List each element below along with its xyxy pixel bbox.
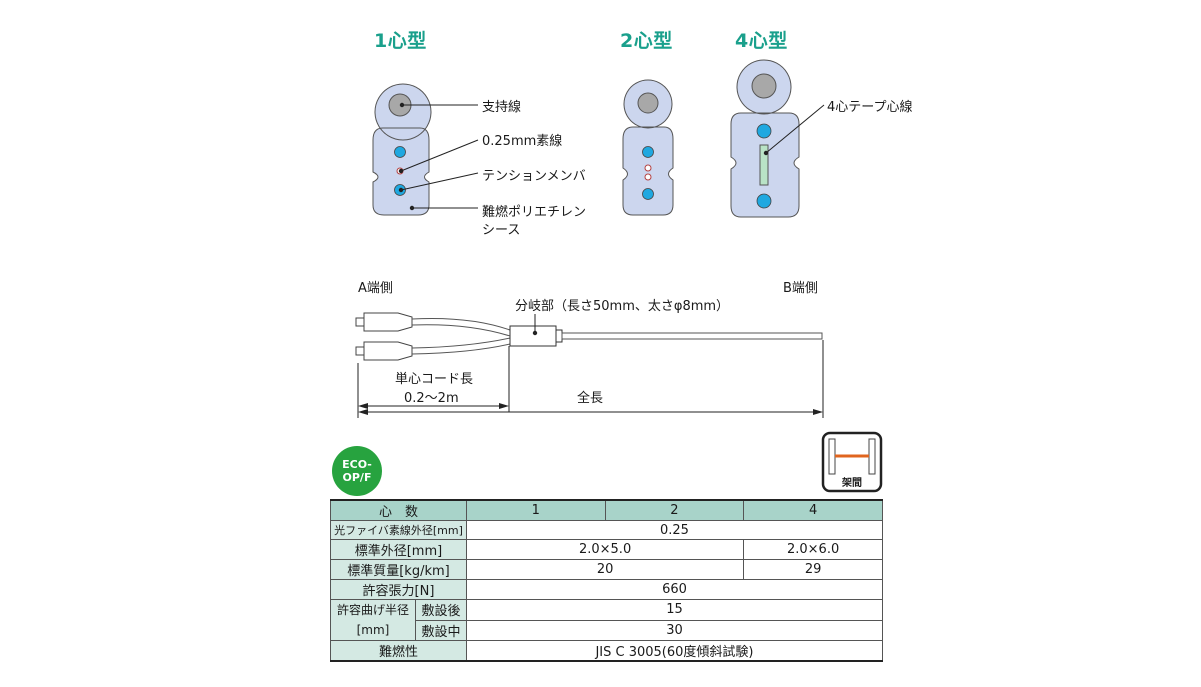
label-tape-fiber: 4心テープ心線 <box>827 100 913 115</box>
branch-part <box>509 325 557 347</box>
label-sheath-line1: 難燃ポリエチレン <box>482 205 587 220</box>
header-4: 4 <box>743 499 883 521</box>
aerial-badge <box>821 431 883 493</box>
value-tension: 660 <box>465 579 884 600</box>
type-4-cross-section <box>730 59 800 218</box>
label-sheath-line2: シース <box>482 223 521 238</box>
value-fiber-diameter: 0.25 <box>465 520 884 540</box>
label-a-end: A端側 <box>358 281 393 296</box>
type-2-cross-section <box>622 79 674 216</box>
callout-leaders <box>400 104 825 209</box>
main-cable <box>561 332 823 340</box>
connector-a1 <box>363 312 413 332</box>
type-4-sheath <box>730 59 800 218</box>
value-bend-during: 30 <box>465 619 884 641</box>
table-row: 標準外径[mm] 2.0×5.0 2.0×6.0 <box>330 539 883 560</box>
row-label-tension: 許容張力[N] <box>330 579 467 600</box>
value-mass-4: 29 <box>743 559 883 580</box>
header-core-count: 心 数 <box>330 499 467 521</box>
row-label-bend-during: 敷設中 <box>414 619 467 641</box>
row-label-bend-after: 敷設後 <box>414 599 467 621</box>
row-label-fiber-diameter: 光ファイバ素線外径[mm] <box>330 520 467 540</box>
value-mass-12: 20 <box>465 559 745 580</box>
cable-side-view <box>355 312 823 361</box>
aerial-badge-label: 架間 <box>842 478 862 489</box>
header-2: 2 <box>604 499 745 521</box>
table-row: 光ファイバ素線外径[mm] 0.25 <box>330 520 884 540</box>
type-4-title: 4心型 <box>735 30 788 52</box>
table-row: 許容張力[N] 660 <box>330 579 884 600</box>
type-2-title: 2心型 <box>620 30 673 52</box>
type-1-tension-member-top <box>394 146 406 158</box>
type-2-tension-member-top <box>642 146 654 158</box>
label-b-end: B端側 <box>783 281 818 296</box>
value-flame: JIS C 3005(60度傾斜試験) <box>465 640 884 662</box>
table-row: 標準質量[kg/km] 20 29 <box>330 559 883 580</box>
value-outer-diameter-4: 2.0×6.0 <box>743 539 883 560</box>
callout-dots <box>398 102 769 211</box>
type-1-cross-section <box>372 83 432 216</box>
connector-a1-tip <box>355 317 365 327</box>
header-1: 1 <box>465 499 606 521</box>
bend-radius-label-2: [mm] <box>356 623 390 637</box>
label-single-cord: 単心コード長 <box>395 372 474 387</box>
eco-badge-line1: ECO- <box>342 458 372 471</box>
connector-a2 <box>363 341 413 361</box>
label-branch: 分岐部（長さ50mm、太さφ8mm） <box>515 299 730 314</box>
type-2-support-wire <box>637 92 659 114</box>
connector-a2-tip <box>355 346 365 356</box>
type-2-fiber-2 <box>644 173 652 181</box>
type-4-tension-member-bottom <box>756 193 772 209</box>
value-bend-after: 15 <box>465 599 884 621</box>
dimension-arrows <box>358 403 823 415</box>
row-label-mass: 標準質量[kg/km] <box>330 559 467 580</box>
type-4-support-wire <box>751 73 777 99</box>
row-label-flame: 難燃性 <box>330 640 467 662</box>
type-2-tension-member-bottom <box>642 188 654 200</box>
label-total-length: 全長 <box>577 391 604 406</box>
label-tension-member: テンションメンバ <box>482 169 586 184</box>
type-1-title: 1心型 <box>374 30 427 52</box>
type-2-fiber-1 <box>644 164 652 172</box>
type-4-tension-member-top <box>756 123 772 139</box>
dimension-lines <box>357 340 824 418</box>
row-label-bend-radius: 許容曲げ半径 [mm] <box>330 599 416 641</box>
value-outer-diameter-12: 2.0×5.0 <box>465 539 745 560</box>
eco-badge-line2: OP/F <box>342 471 372 484</box>
type-4-tape-fiber <box>759 144 769 186</box>
eco-badge: ECO- OP/F <box>332 446 382 496</box>
row-label-outer-diameter: 標準外径[mm] <box>330 539 467 560</box>
table-header-row: 心 数 1 2 4 <box>330 499 883 521</box>
table-row: 許容曲げ半径 [mm] 敷設後 15 <box>330 599 884 641</box>
label-support-wire: 支持線 <box>482 100 522 115</box>
spec-table: 心 数 1 2 4 光ファイバ素線外径[mm] 0.25 標準外径[mm] 2.… <box>330 499 884 662</box>
label-fiber: 0.25mm素線 <box>482 134 563 149</box>
bend-radius-label-1: 許容曲げ半径 <box>336 603 409 617</box>
label-single-cord-length: 0.2〜2m <box>404 391 459 406</box>
table-row: 難燃性 JIS C 3005(60度傾斜試験) <box>330 640 884 662</box>
